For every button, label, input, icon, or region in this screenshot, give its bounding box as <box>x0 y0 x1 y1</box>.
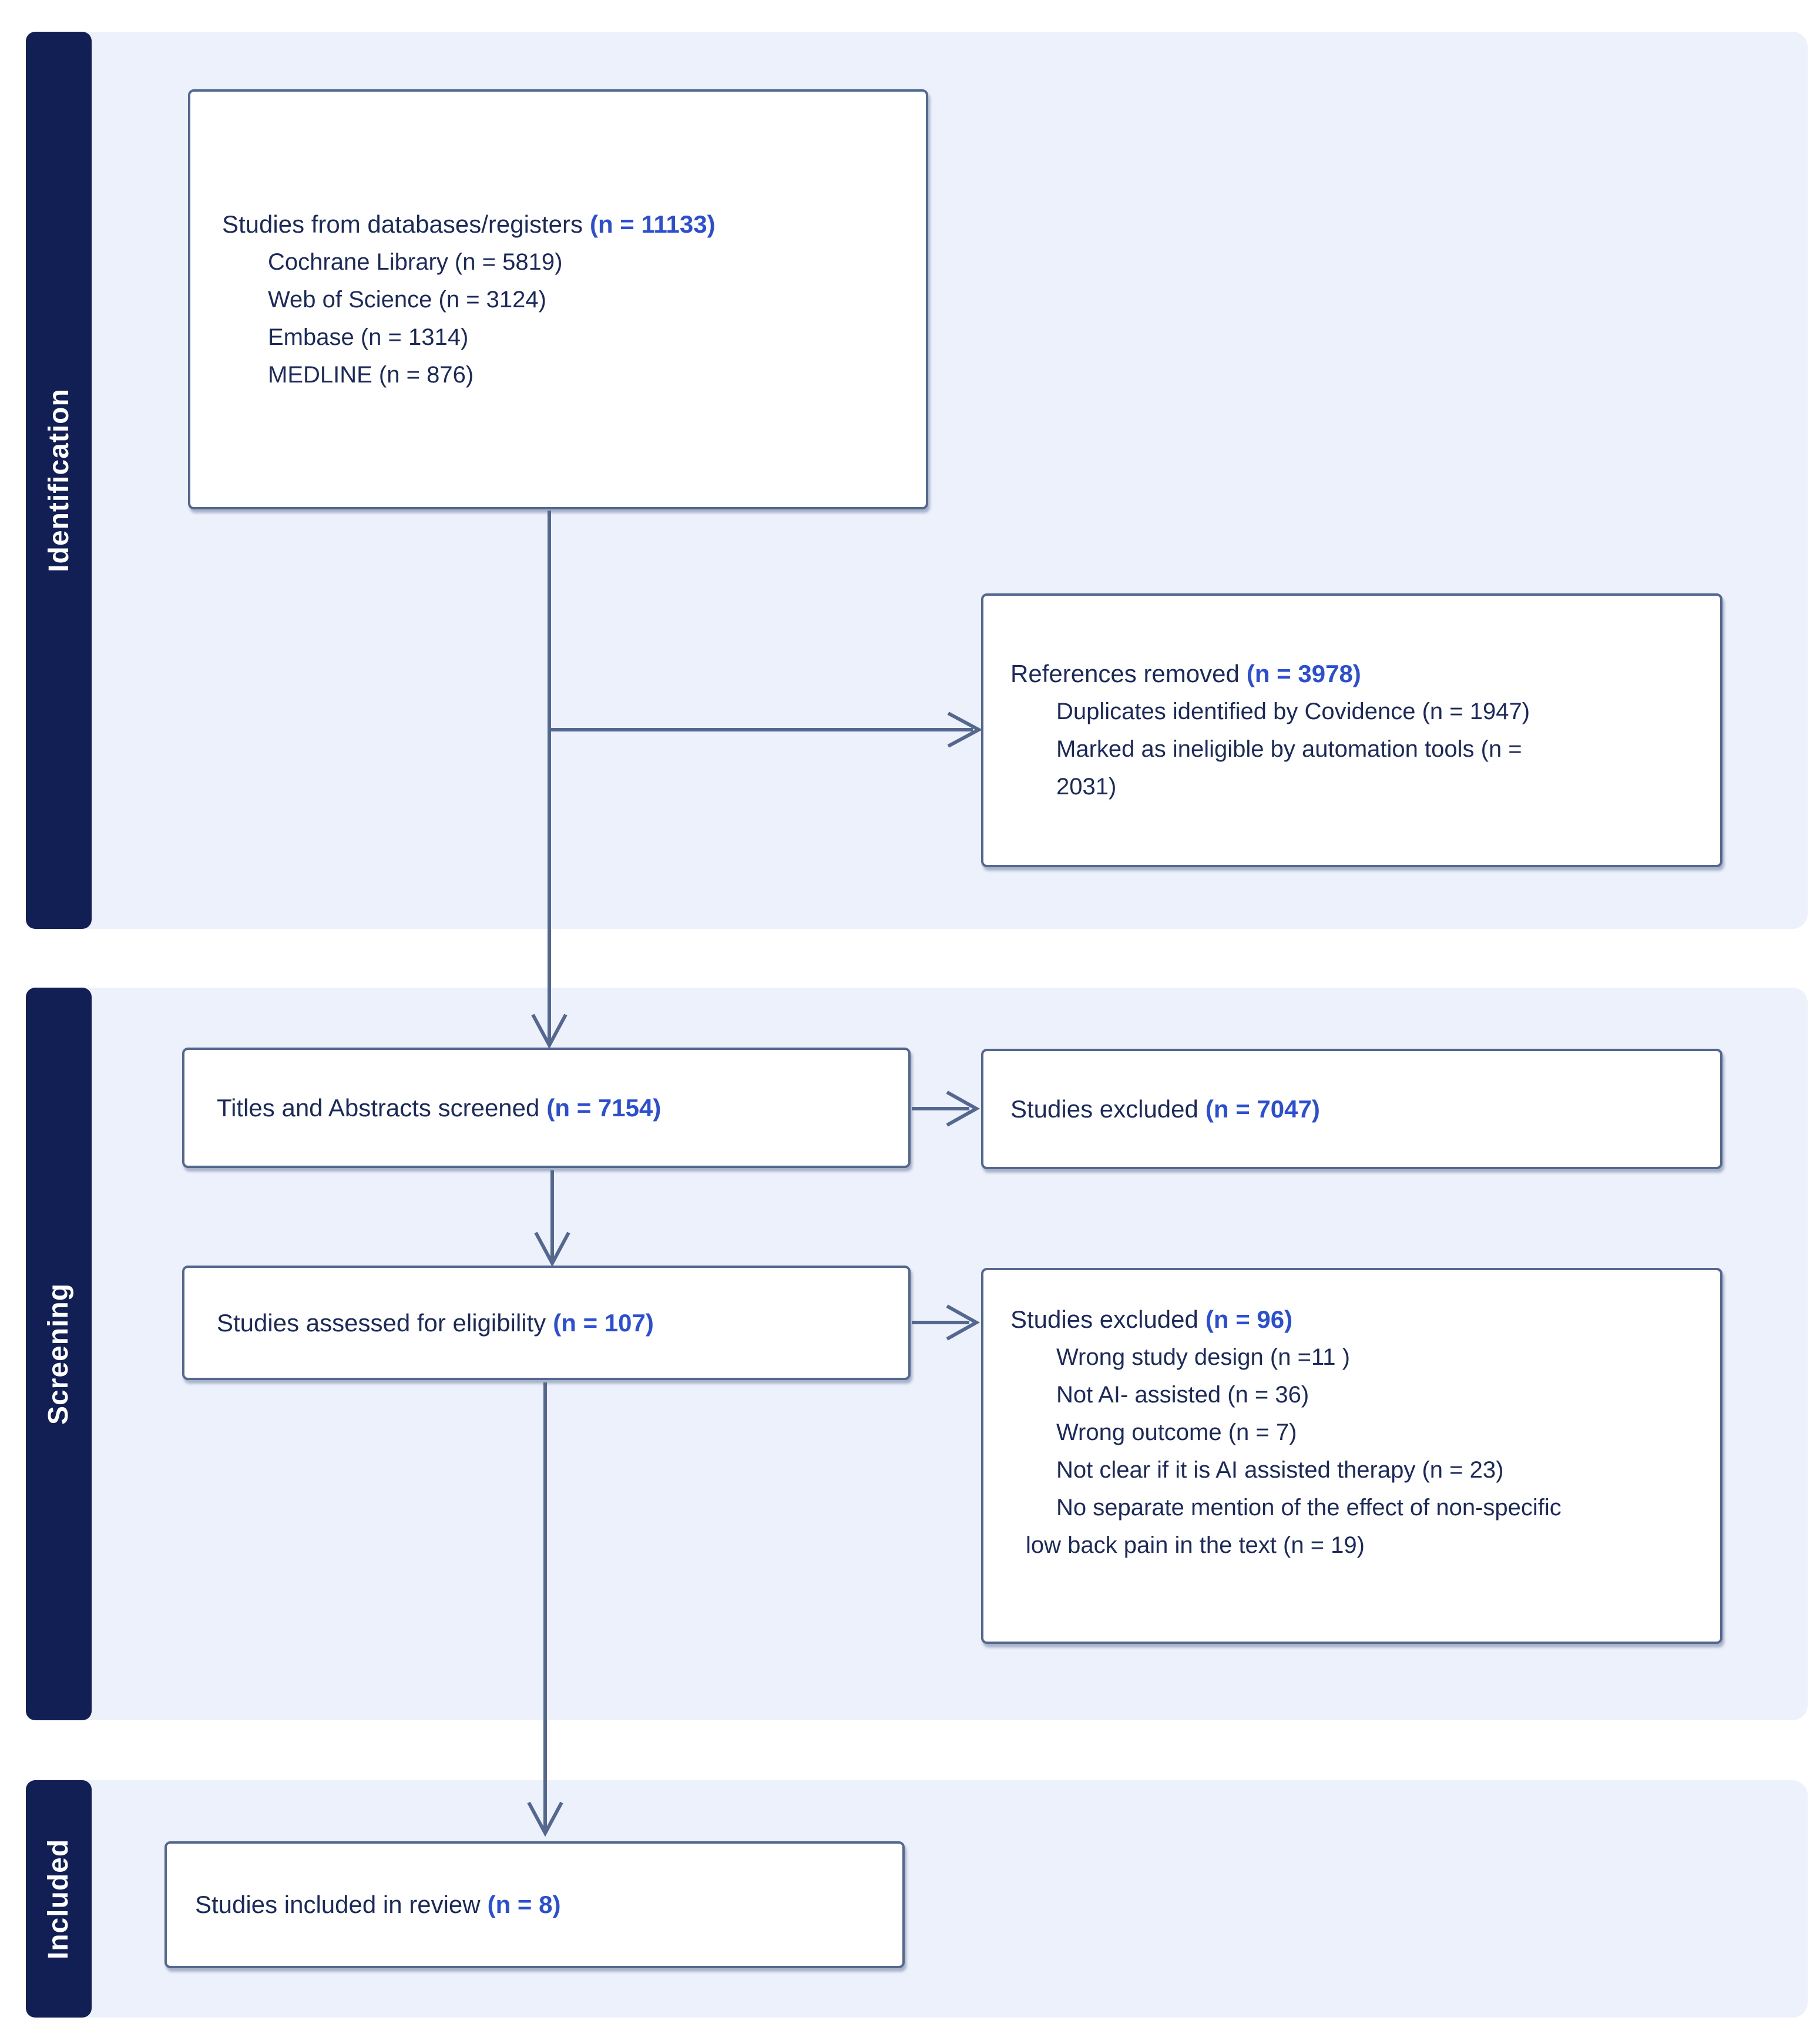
box-title-line: Studies assessed for eligibility(n = 107… <box>217 1304 908 1342</box>
box-studies-excluded-screening: Studies excluded(n = 7047) <box>981 1049 1722 1169</box>
box-references-removed: References removed(n = 3978) Duplicates … <box>981 593 1722 867</box>
box-count: (n = 11133) <box>589 210 716 238</box>
box-databases-registers: Studies from databases/registers(n = 111… <box>188 89 928 509</box>
stage-tab-included: Included <box>26 1780 92 2018</box>
arrow-assessed-to-included <box>527 1382 563 1837</box>
source-item: Embase (n = 1314) <box>268 324 469 350</box>
removed-item: Marked as ineligible by automation tools… <box>1056 736 1522 762</box>
box-count: (n = 96) <box>1205 1305 1293 1333</box>
box-studies-assessed-eligibility: Studies assessed for eligibility(n = 107… <box>182 1266 911 1380</box>
arrow-screened-to-assessed <box>534 1170 570 1267</box>
box-title: Studies from databases/registers <box>222 210 583 238</box>
box-title: Studies included in review <box>195 1891 481 1918</box>
box-title: References removed <box>1010 660 1240 687</box>
exclusion-reason: Wrong study design (n =11 ) <box>1056 1344 1350 1370</box>
exclusion-reason: Not clear if it is AI assisted therapy (… <box>1056 1457 1504 1483</box>
box-count: (n = 7047) <box>1205 1095 1320 1123</box>
box-studies-included-review: Studies included in review(n = 8) <box>164 1841 905 1968</box>
exclusion-reason: Wrong outcome (n = 7) <box>1056 1419 1297 1445</box>
arrow-branch-to-references-removed <box>549 711 983 748</box>
box-title-line: Titles and Abstracts screened(n = 7154) <box>217 1089 908 1127</box>
removed-item: Duplicates identified by Covidence (n = … <box>1056 699 1530 724</box>
box-title: Titles and Abstracts screened <box>217 1093 540 1122</box>
box-studies-excluded-eligibility: Studies excluded(n = 96) Wrong study des… <box>981 1268 1722 1644</box>
box-title: Studies excluded <box>1010 1305 1198 1333</box>
source-item: Web of Science (n = 3124) <box>268 286 546 313</box>
box-title-line: Studies included in review(n = 8) <box>195 1886 902 1924</box>
arrow-assessed-to-excluded <box>912 1304 980 1341</box>
box-title-line: References removed(n = 3978) <box>1010 655 1698 693</box>
removed-item-continuation: 2031) <box>1056 774 1117 800</box>
exclusion-reason: Not AI- assisted (n = 36) <box>1056 1382 1309 1408</box>
box-title: Studies assessed for eligibility <box>217 1308 546 1337</box>
box-count: (n = 7154) <box>546 1093 661 1122</box>
stage-tab-screening: Screening <box>26 988 92 1720</box>
box-title-line: Studies excluded(n = 7047) <box>1010 1090 1720 1128</box>
box-count: (n = 3978) <box>1246 660 1361 687</box>
exclusion-reason: No separate mention of the effect of non… <box>1056 1495 1562 1521</box>
box-title-line: Studies from databases/registers(n = 111… <box>222 206 926 243</box>
box-titles-abstracts-screened: Titles and Abstracts screened(n = 7154) <box>182 1048 911 1168</box>
box-title-line: Studies excluded(n = 96) <box>1010 1301 1700 1338</box>
box-count: (n = 107) <box>553 1308 654 1337</box>
box-count: (n = 8) <box>487 1891 561 1918</box>
box-title: Studies excluded <box>1010 1095 1198 1123</box>
stage-tab-identification: Identification <box>26 32 92 929</box>
exclusion-reason-continuation: low back pain in the text (n = 19) <box>1026 1532 1365 1558</box>
arrow-sources-to-screened <box>531 511 568 1049</box>
source-item: Cochrane Library (n = 5819) <box>268 249 563 275</box>
source-item: MEDLINE (n = 876) <box>268 361 474 388</box>
arrow-screened-to-excluded <box>912 1090 980 1127</box>
